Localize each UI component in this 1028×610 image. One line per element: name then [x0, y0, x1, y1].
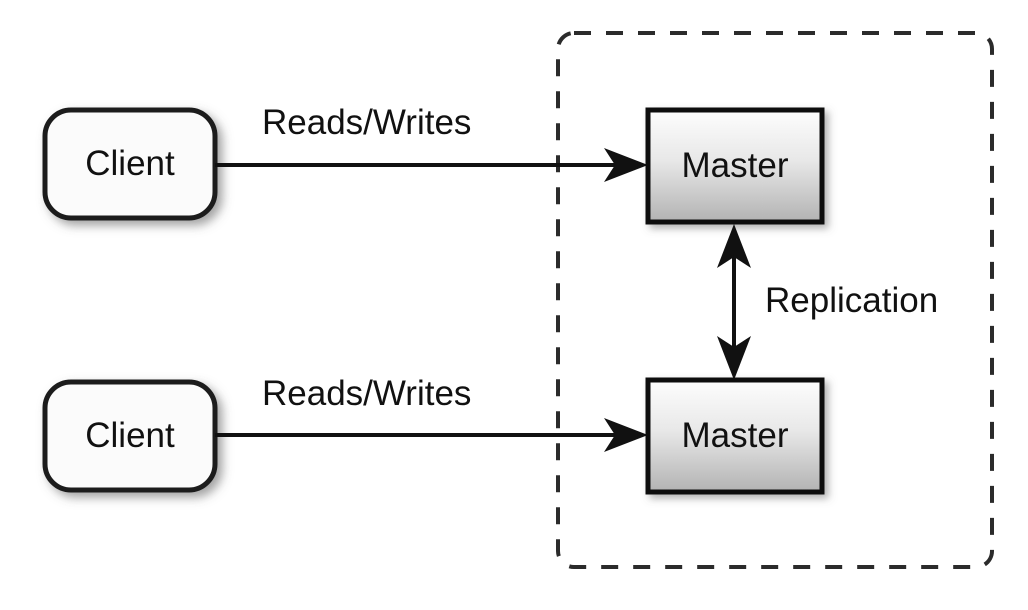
reads-writes-label-bottom: Reads/Writes [262, 374, 472, 413]
replication-group-boundary [556, 31, 994, 569]
master-bottom-box[interactable] [645, 377, 825, 495]
reads-writes-arrow-top [215, 148, 648, 182]
client-top-box[interactable] [42, 107, 218, 221]
client-bottom-box[interactable] [42, 379, 218, 493]
replication-label: Replication [765, 281, 939, 320]
reads-writes-label-top: Reads/Writes [262, 103, 472, 142]
replication-arrow [717, 224, 751, 380]
reads-writes-arrow-bottom [215, 418, 648, 452]
master-top-box[interactable] [645, 107, 825, 225]
